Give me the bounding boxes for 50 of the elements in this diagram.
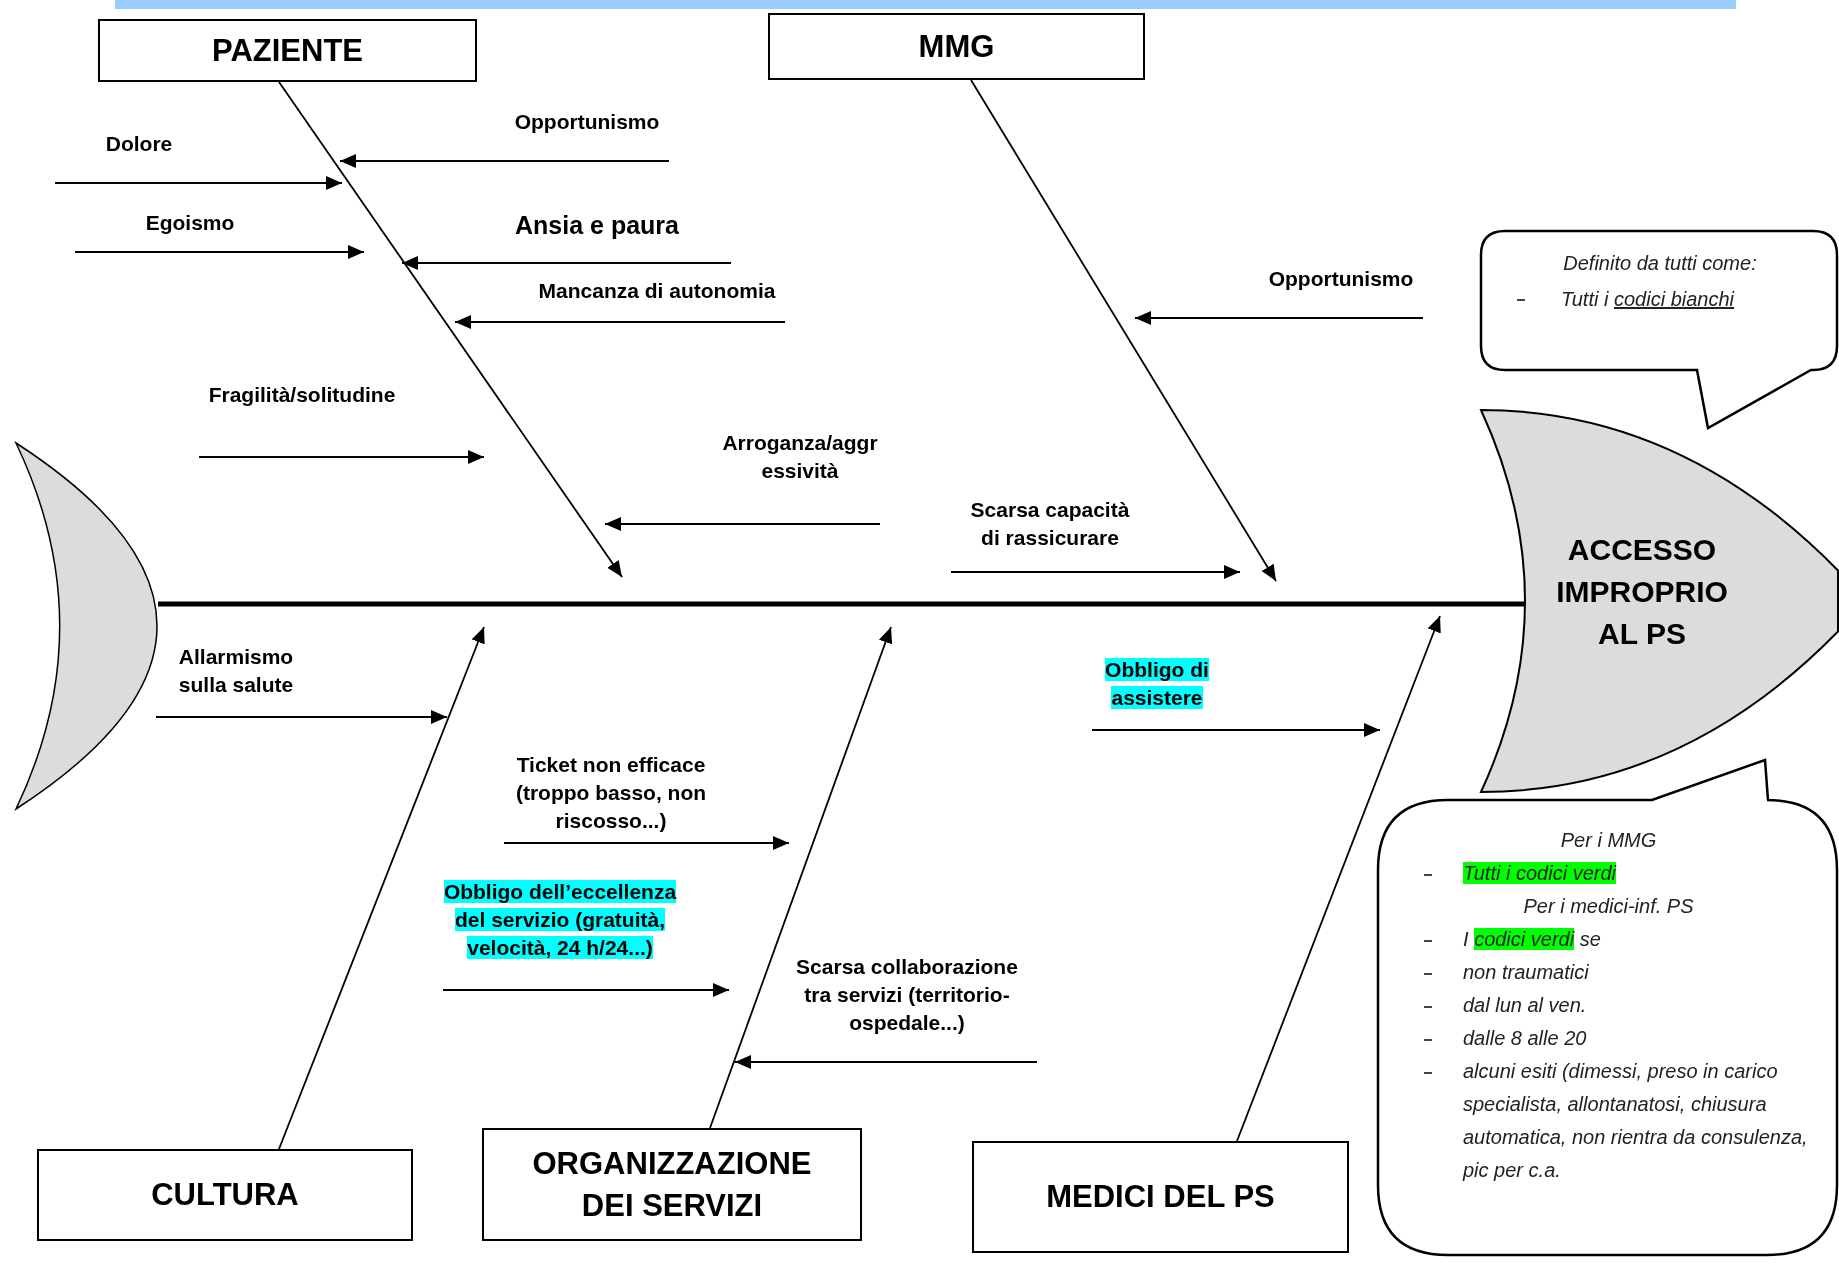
- arrow: [198, 450, 485, 464]
- cause-label: Scarsa capacità di rassicurare: [962, 496, 1138, 552]
- callout-heading: Definito da tutti come:: [1562, 251, 1758, 276]
- category-box: CULTURA: [37, 1149, 413, 1241]
- callout-heading: Per i medici-inf. PS: [1522, 894, 1695, 919]
- arrow: [54, 176, 343, 190]
- spine-line: [158, 601, 1525, 607]
- arrow: [709, 626, 893, 1129]
- arrow: [278, 81, 623, 578]
- cause-label: Opportunismo: [514, 108, 660, 136]
- arrow: [74, 245, 365, 259]
- list-item-text: non traumatici: [1463, 960, 1590, 985]
- arrow: [401, 256, 732, 270]
- arrow: [604, 517, 881, 531]
- arrow: [950, 565, 1241, 579]
- arrow: [1236, 615, 1441, 1142]
- arrow: [1134, 311, 1424, 325]
- list-item-text: dalle 8 alle 20: [1463, 1026, 1588, 1051]
- cause-label: Ticket non efficace (troppo basso, non riscosso...): [508, 751, 714, 835]
- arrow: [339, 154, 670, 168]
- cause-label: Ansia e paura: [515, 210, 679, 240]
- arrow: [454, 315, 786, 329]
- category-box: MMG: [768, 13, 1145, 80]
- category-box: MEDICI DEL PS: [972, 1141, 1349, 1253]
- arrow: [1091, 723, 1381, 737]
- cause-label: Opportunismo: [1268, 265, 1414, 293]
- list-item-text: alcuni esiti (dimessi, preso in carico specialista, allontanatosi, chiusura automatica, non rientra da consulenza, pic per c.a.: [1463, 1059, 1809, 1183]
- cause-label: Arroganza/aggr essività: [705, 429, 895, 485]
- speech-bubble: [1481, 231, 1839, 428]
- arrow: [278, 626, 485, 1150]
- fish-head-shape: [1481, 410, 1839, 792]
- category-box: PAZIENTE: [98, 19, 477, 82]
- cause-label: Scarsa collaborazione tra servizi (territorio-ospedale...): [782, 953, 1032, 1037]
- list-item-text: Tutti i codici bianchi: [1561, 287, 1736, 312]
- arrow: [442, 983, 730, 997]
- crescent-shape: [16, 443, 158, 809]
- effect-label: ACCESSO IMPROPRIO AL PS: [1555, 532, 1729, 652]
- category-box: ORGANIZZAZIONE DEI SERVIZI: [482, 1128, 862, 1241]
- arrow: [155, 710, 448, 724]
- cause-label: Egoismo: [145, 209, 235, 237]
- cause-label: Mancanza di autonomia: [538, 277, 776, 305]
- cause-label: Fragilità/solitudine: [208, 381, 396, 409]
- speech-bubble: [1378, 760, 1839, 1255]
- arrow: [734, 1055, 1038, 1069]
- list-item-text: dal lun al ven.: [1463, 993, 1588, 1018]
- callout-heading: Per i MMG: [1559, 828, 1658, 853]
- arrow: [970, 79, 1277, 582]
- cause-label: Allarmismo sulla salute: [161, 643, 311, 699]
- cause-label: Dolore: [105, 130, 173, 158]
- arrow: [503, 836, 790, 850]
